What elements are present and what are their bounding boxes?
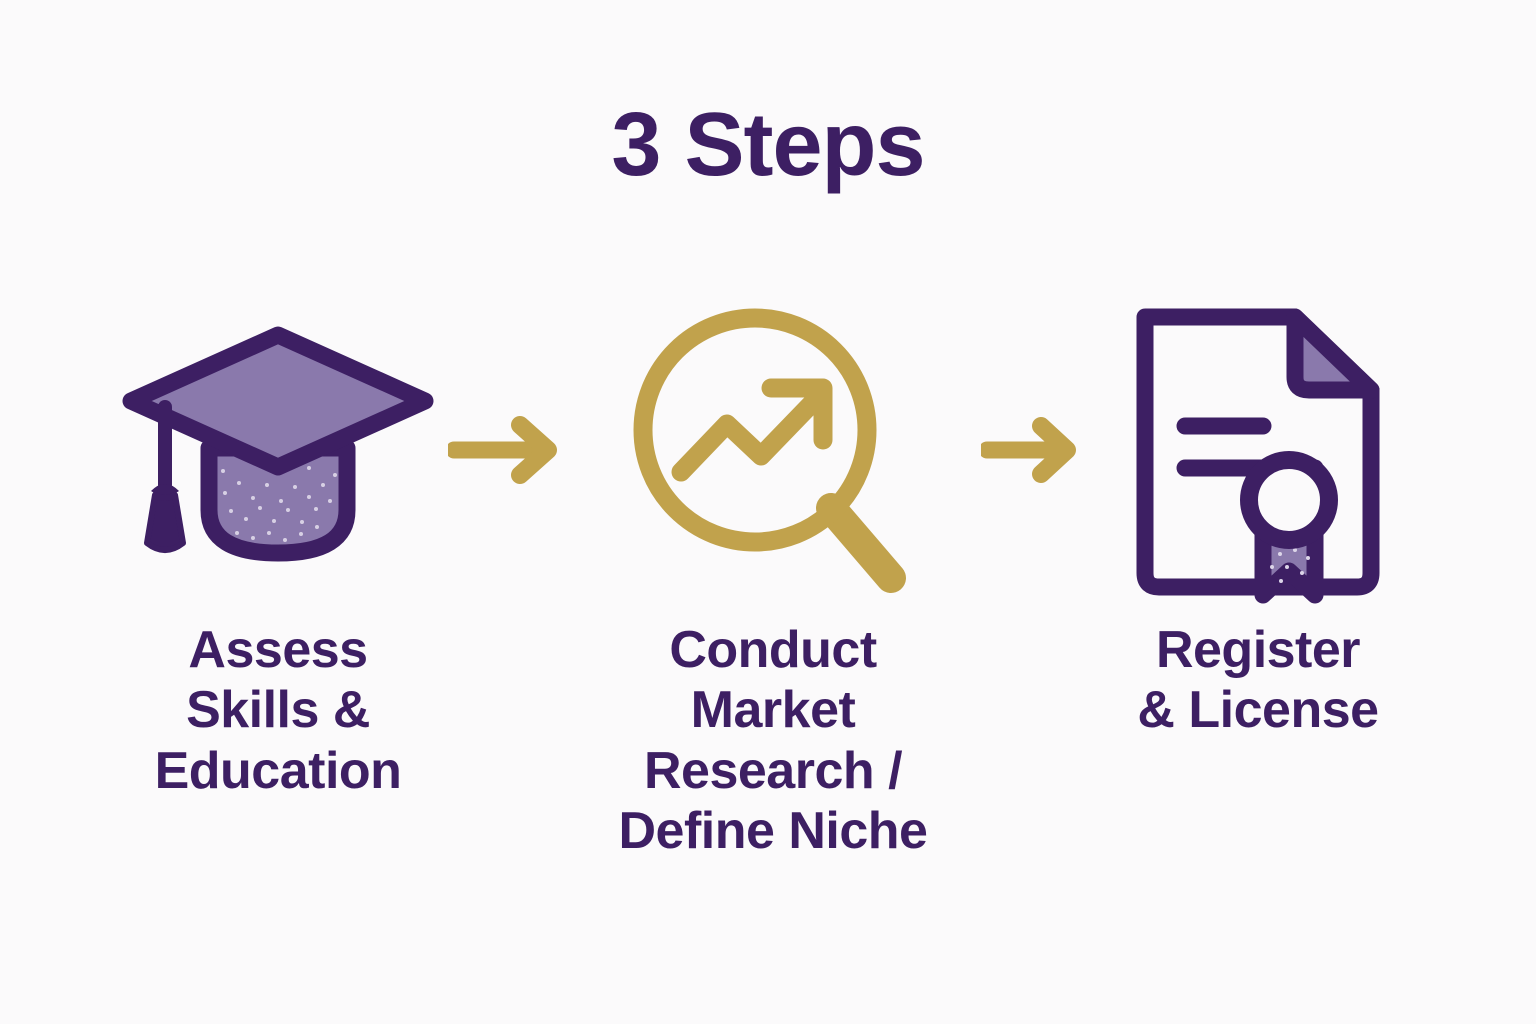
certificate-document-icon [1136,308,1380,604]
connector-1 [443,290,573,610]
step-1: Assess Skills & Education [113,290,443,801]
arrow-right-icon [980,417,1076,483]
steps-row: Assess Skills & Education [0,290,1536,950]
graduation-cap-icon [122,326,434,562]
step-3-label: Register & License [1137,621,1379,740]
step-2: Conduct Market Research / Define Niche [573,290,973,861]
step-3-icon-wrap [1093,290,1423,610]
step-2-label: Conduct Market Research / Define Niche [618,621,928,860]
step-1-icon-wrap [113,290,443,610]
arrow-right-icon [448,416,557,484]
step-1-label: Assess Skills & Education [154,621,402,800]
connector-2 [973,290,1093,610]
step-3: Register & License [1093,290,1423,741]
step-2-icon-wrap [573,290,973,610]
magnifying-glass-trend-icon [633,308,906,593]
page-title: 3 Steps [611,95,925,195]
